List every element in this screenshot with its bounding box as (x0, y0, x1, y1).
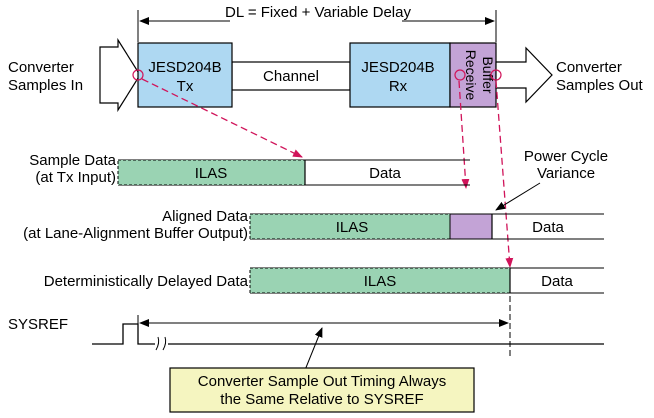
row2-ilas-segment (249, 213, 451, 240)
probe-arrow-buffer-in (458, 80, 470, 189)
power-cycle-variance: Power Cycle Variance (495, 148, 608, 211)
probe-buffer-input (454, 69, 466, 81)
probe-tx-input (132, 69, 144, 81)
probe-arrow-buffer-out (495, 80, 514, 268)
sysref-row: SYSREF (8, 296, 604, 358)
dl-span: DL = Fixed + Variable Delay (137, 2, 497, 42)
power-cycle-line1: Power Cycle (524, 148, 608, 165)
probe-buffer-output (490, 69, 502, 81)
power-cycle-line2: Variance (537, 165, 595, 182)
row1-label-line1: Sample Data (29, 152, 116, 169)
row2-ilas-label: ILAS (336, 219, 369, 236)
row2-data-label: Data (532, 219, 564, 236)
callout-arrow (304, 327, 323, 371)
row1-label-line2: (at Tx Input) (35, 169, 116, 186)
dl-label: DL = Fixed + Variable Delay (225, 4, 411, 21)
input-arrow (99, 37, 141, 113)
tx-label-line1: JESD204B (148, 59, 221, 76)
channel-label: Channel (263, 68, 319, 85)
row2-variance-segment (449, 213, 493, 240)
sysref-break-mark (155, 336, 167, 351)
row3-label-line1: Deterministically Delayed Data (44, 273, 249, 290)
callout-box (169, 367, 475, 413)
output-arrow (495, 46, 553, 104)
sysref-label: SYSREF (8, 316, 68, 333)
output-label-line2: Samples Out (556, 77, 644, 94)
row3-ilas-segment (249, 267, 511, 294)
receive-buffer-line2: Buffer (480, 56, 496, 93)
probe-arrow-tx (141, 78, 303, 158)
timing-callout: Converter Sample Out Timing Always the S… (169, 327, 475, 413)
row2-label-line1: Aligned Data (162, 208, 249, 225)
rx-label-line2: Rx (389, 78, 408, 95)
input-label-line1: Converter (8, 59, 74, 76)
probe-arrows (141, 78, 514, 268)
jesd204b-tx-block (137, 42, 233, 108)
row3-ilas-label: ILAS (364, 273, 397, 290)
jesd204b-rx-block (349, 42, 451, 108)
callout-line1: Converter Sample Out Timing Always (198, 373, 446, 390)
input-label-line2: Samples In (8, 77, 83, 94)
row1-ilas-segment (117, 159, 306, 186)
signal-chain: Converter Samples In Channel JESD204B Tx… (8, 37, 644, 113)
row1-data-label: Data (369, 165, 401, 182)
row3-data-label: Data (541, 273, 573, 290)
callout-line2: the Same Relative to SYSREF (220, 391, 423, 408)
sysref-pulse (92, 323, 155, 345)
row1-ilas-label: ILAS (195, 165, 228, 182)
row-sample-data: Sample Data (at Tx Input) ILAS Data (29, 152, 470, 186)
row-aligned-data: Aligned Data (at Lane-Alignment Buffer O… (23, 208, 604, 242)
receive-buffer-line1: Receive (463, 50, 479, 101)
dl-label-bg (230, 2, 402, 22)
output-label-line1: Converter (556, 59, 622, 76)
tx-label-line2: Tx (177, 78, 194, 95)
row2-label-line2: (at Lane-Alignment Buffer Output) (23, 225, 248, 242)
row-delayed-data: Deterministically Delayed Data ILAS Data (44, 267, 604, 294)
rx-label-line1: JESD204B (361, 59, 434, 76)
receive-buffer-block (449, 42, 497, 108)
channel-bar (231, 61, 351, 91)
power-cycle-arrow (495, 182, 541, 211)
